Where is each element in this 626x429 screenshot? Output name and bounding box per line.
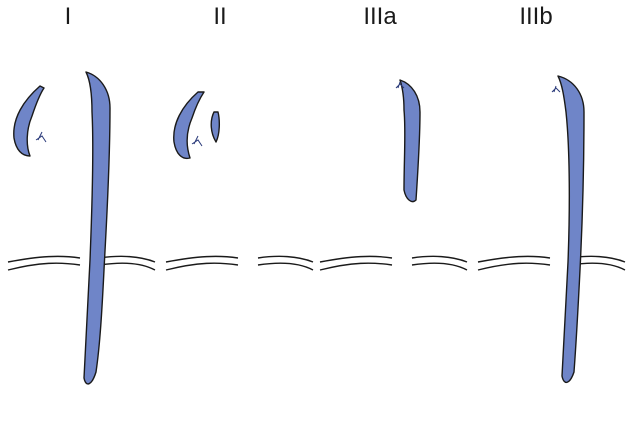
panel-label-I: I — [65, 3, 72, 30]
intimal-tear — [552, 86, 560, 92]
false-lumen-descending — [84, 72, 110, 384]
panel-label-IIIa: IIIa — [363, 3, 397, 30]
panel-type-II: II — [166, 3, 313, 270]
false-lumen-ascending — [174, 92, 204, 158]
intimal-tear — [36, 132, 46, 142]
false-lumen-arch-pocket — [211, 112, 219, 142]
aorta-drawing-II — [166, 92, 313, 270]
panel-label-IIIb: IIIb — [519, 3, 552, 30]
aorta-drawing-I — [8, 72, 155, 384]
intimal-tear — [192, 136, 202, 146]
false-lumen-ascending — [14, 86, 44, 156]
panel-type-I: I — [8, 3, 155, 384]
panel-type-IIIa: IIIa — [320, 3, 467, 270]
aorta-drawing-IIIa — [320, 80, 467, 270]
panel-label-II: II — [213, 3, 226, 30]
aorta-drawing-IIIb — [478, 76, 625, 382]
false-lumen-descending-thoracic — [400, 80, 420, 202]
panel-type-IIIb: IIIb — [478, 3, 625, 382]
false-lumen-descending-abdominal — [558, 76, 584, 382]
